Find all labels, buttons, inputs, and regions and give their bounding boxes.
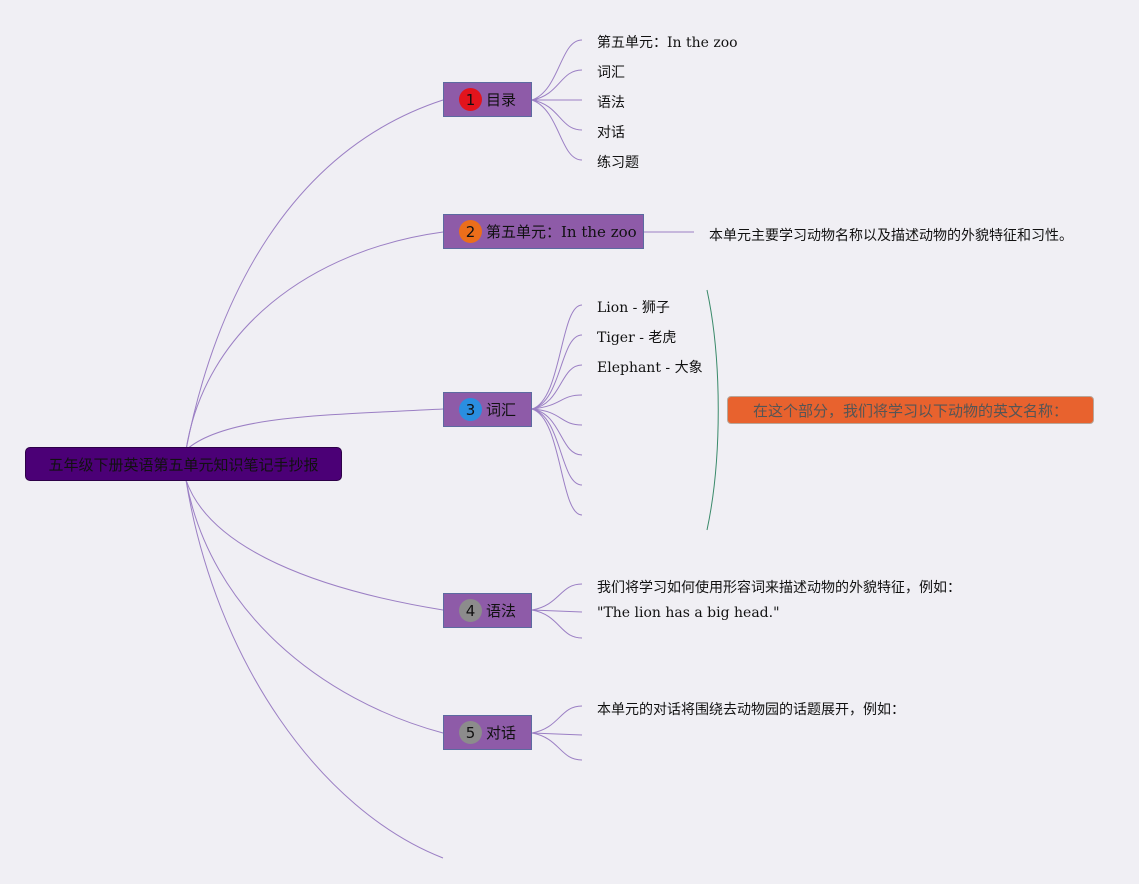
connector-root-toc [185,99,444,451]
root-label: 五年级下册英语第五单元知识笔记手抄报 [48,455,319,474]
connector-vocab-7 [531,408,583,486]
connector-root-dialogue [185,479,444,734]
connector-toc-4 [531,99,583,131]
vocabulary-summary-note[interactable]: 在这个部分，我们将学习以下动物的英文名称： [727,396,1094,424]
vocabulary-summary-text: 在这个部分，我们将学习以下动物的英文名称： [752,401,1068,420]
connector-vocab-6 [531,408,583,456]
root-node[interactable]: 五年级下册英语第五单元知识笔记手抄报 [25,447,342,481]
connector-dialogue-2 [531,732,583,736]
connector-grammar-3 [531,609,583,639]
toc-item[interactable]: 词汇 [597,65,625,81]
connector-vocab-5 [531,408,583,426]
branch-number-badge: 3 [459,398,482,421]
branch-label: 词汇 [486,401,517,419]
branch-label: 目录 [486,91,517,109]
connector-grammar-1 [531,583,583,611]
connector-vocab-2 [531,334,583,410]
connector-vocab-8 [531,408,583,516]
toc-item[interactable]: 对话 [597,125,625,141]
connector-root-vocabulary [185,408,444,451]
branch-unit[interactable]: 2 第五单元：In the zoo [443,214,644,249]
dialogue-item[interactable]: 本单元的对话将围绕去动物园的话题展开，例如： [597,702,905,718]
branch-vocabulary[interactable]: 3 词汇 [443,392,532,427]
toc-item[interactable]: 第五单元：In the zoo [597,35,738,51]
branch-number-badge: 2 [459,220,482,243]
vocabulary-bracket [706,289,719,531]
connector-toc-1 [531,39,583,101]
connector-vocab-1 [531,304,583,410]
connector-dialogue-1 [531,705,583,734]
branch-dialogue[interactable]: 5 对话 [443,715,532,750]
connector-root-unit [185,231,444,451]
unit-summary[interactable]: 本单元主要学习动物名称以及描述动物的外貌特征和习性。 [709,228,1073,244]
vocabulary-item[interactable]: Elephant - 大象 [597,360,703,376]
connector-vocab-3 [531,364,583,410]
branch-toc[interactable]: 1 目录 [443,82,532,117]
toc-item[interactable]: 语法 [597,95,625,111]
branch-number-badge: 4 [459,599,482,622]
toc-item[interactable]: 练习题 [597,155,639,171]
branch-grammar[interactable]: 4 语法 [443,593,532,628]
connector-toc-2 [531,69,583,101]
grammar-item[interactable]: 我们将学习如何使用形容词来描述动物的外貌特征，例如： [597,580,961,596]
branch-number-badge: 1 [459,88,482,111]
connector-toc-5 [531,99,583,161]
branch-label: 对话 [486,724,517,742]
connector-vocab-4 [531,394,583,410]
connector-root-grammar [185,479,444,611]
connector-grammar-2 [531,609,583,613]
branch-number-badge: 5 [459,721,482,744]
connector-root-empty [185,479,444,859]
connector-dialogue-3 [531,732,583,761]
branch-label: 语法 [486,602,517,620]
branch-label: 第五单元：In the zoo [486,223,637,241]
vocabulary-item[interactable]: Tiger - 老虎 [597,330,677,346]
grammar-item[interactable]: "The lion has a big head." [597,605,780,621]
vocabulary-item[interactable]: Lion - 狮子 [597,300,670,316]
